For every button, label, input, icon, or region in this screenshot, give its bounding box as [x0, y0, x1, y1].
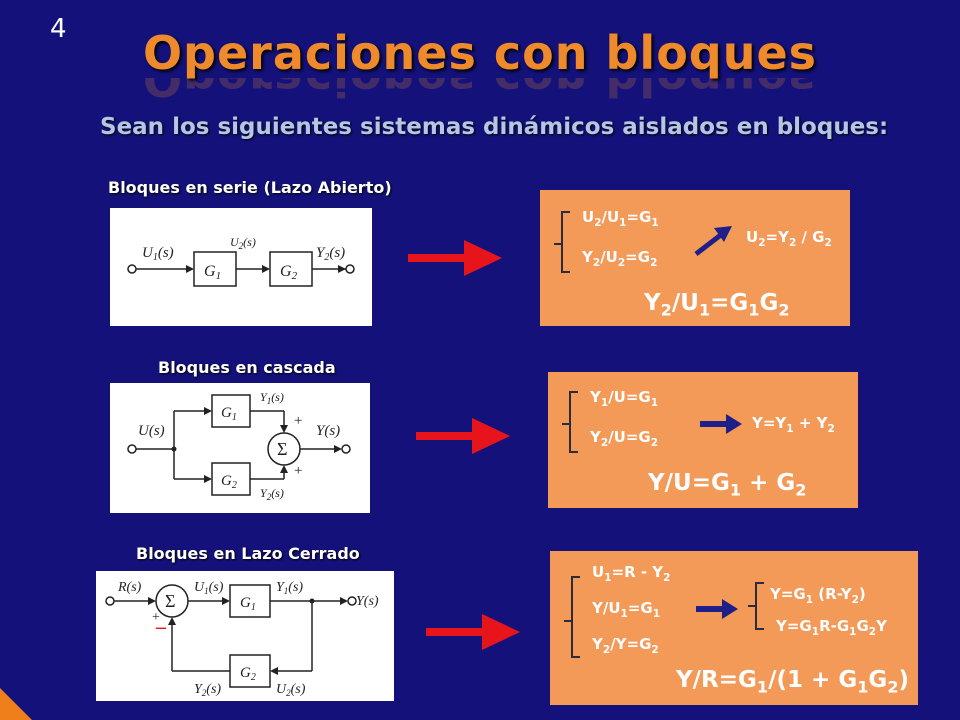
closed-bracket — [564, 576, 580, 658]
cascade-bracket — [562, 391, 578, 453]
cascade-bottom-signal-label: Y2(s) — [260, 486, 284, 502]
series-block-g2-label: G2 — [280, 263, 298, 282]
closed-arrow — [426, 614, 520, 650]
series-eq1: U2/U1=G1 — [582, 208, 659, 229]
closed-forward-in-label: U1(s) — [194, 580, 224, 596]
series-result-box: U2/U1=G1 Y2/U2=G2 U2=Y2 / G2 Y2/U1=G1G2 — [540, 190, 850, 326]
page-title: Operaciones con bloques — [142, 26, 818, 80]
cascade-arrow — [416, 418, 510, 454]
cascade-output-label: Y(s) — [316, 423, 340, 439]
page-title-reflection: Operaciones con bloques — [142, 78, 818, 106]
cascade-top-signal-label: Y1(s) — [260, 390, 284, 406]
closed-result: Y/R=G1/(1 + G1G2) — [676, 667, 910, 697]
closed-minus-sign: – — [155, 616, 167, 638]
cascade-result: Y/U=G1 + G2 — [648, 470, 807, 500]
series-result: Y2/U1=G1G2 — [644, 290, 790, 320]
cascade-plus-top: + — [294, 413, 302, 429]
series-middle-label: U2(s) — [230, 235, 256, 251]
closed-eq2: Y/U1=G1 — [592, 599, 661, 620]
closed-forward-out-label: Y1(s) — [276, 580, 303, 596]
closed-eq1: U1=R - Y2 — [592, 563, 671, 584]
cascade-eq2: Y2/U=G2 — [590, 428, 659, 449]
series-eq2: Y2/U2=G2 — [582, 248, 658, 269]
closed-diagram: Σ + – R(s) Y(s) U1(s) Y1(s) Y2(s) U2(s) … — [96, 571, 394, 701]
cascade-block-g2-label: G2 — [221, 473, 237, 491]
corner-accent — [0, 688, 32, 720]
cascade-plus-bottom: + — [294, 463, 302, 479]
cascade-block-g1-label: G1 — [221, 405, 237, 423]
closed-eq5: Y=G1R-G1G2Y — [776, 617, 887, 638]
closed-block-g2-label: G2 — [240, 665, 256, 683]
series-arrow — [408, 240, 502, 276]
closed-feedback-in-label: U2(s) — [276, 682, 306, 698]
series-eq3: U2=Y2 / G2 — [746, 228, 832, 249]
cascade-implies-arrow — [700, 414, 742, 434]
cascade-heading: Bloques en cascada — [158, 358, 336, 377]
closed-inner-bracket — [748, 582, 764, 630]
closed-feedback-out-label: Y2(s) — [194, 682, 221, 698]
cascade-eq3: Y=Y1 + Y2 — [752, 414, 835, 435]
closed-eq3: Y2/Y=G2 — [592, 635, 659, 656]
series-diagram: U1(s) U2(s) Y2(s) G1 G2 — [110, 208, 372, 326]
cascade-diagram: Σ + + U(s) Y(s) Y1(s) Y2(s) G1 G2 — [110, 383, 370, 513]
series-heading: Bloques en serie (Lazo Abierto) — [108, 178, 392, 197]
series-output-label: Y2(s) — [316, 245, 345, 263]
subtitle: Sean los siguientes sistemas dinámicos a… — [100, 114, 889, 140]
closed-sum-symbol: Σ — [165, 591, 175, 611]
cascade-result-box: Y1/U=G1 Y2/U=G2 Y=Y1 + Y2 Y/U=G1 + G2 — [548, 372, 858, 508]
closed-input-label: R(s) — [117, 580, 142, 595]
closed-heading: Bloques en Lazo Cerrado — [136, 544, 360, 563]
cascade-eq1: Y1/U=G1 — [590, 388, 659, 409]
closed-eq4: Y=G1 (R-Y2) — [770, 585, 866, 606]
closed-block-g1-label: G1 — [240, 595, 256, 613]
cascade-sum-symbol: Σ — [277, 439, 287, 459]
series-block-g1-label: G1 — [204, 263, 221, 282]
series-implies-arrow — [694, 226, 732, 256]
series-bracket — [554, 211, 570, 273]
closed-plus-sign: + — [152, 610, 160, 625]
series-input-label: U1(s) — [142, 245, 174, 263]
closed-implies-arrow — [696, 599, 738, 619]
closed-result-box: U1=R - Y2 Y/U1=G1 Y2/Y=G2 Y=G1 (R-Y2) Y=… — [550, 551, 918, 705]
slide-number: 4 — [50, 14, 67, 44]
closed-output-label: Y(s) — [356, 594, 379, 609]
cascade-input-label: U(s) — [138, 423, 165, 439]
